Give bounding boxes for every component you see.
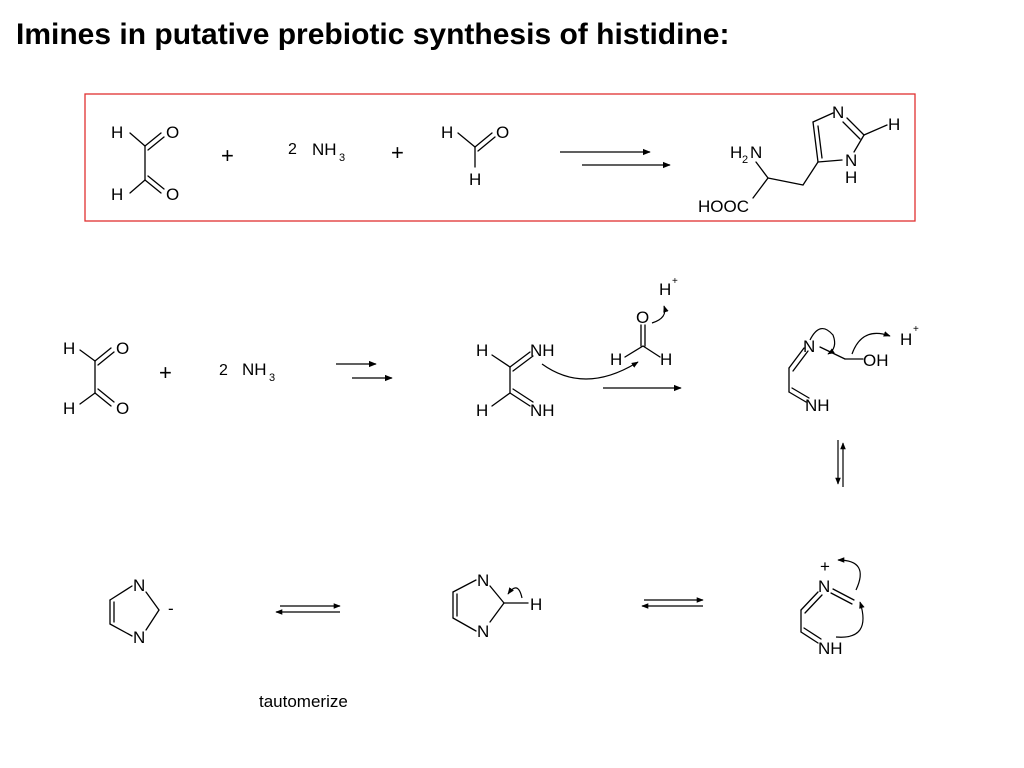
imidazole-anion: N N - [109,576,174,647]
ammonia-box: 2 NH 3 [288,140,345,164]
charge: - [168,599,174,618]
proton: H [659,280,671,299]
ammonia-label: NH [242,360,267,379]
atom-h: H [476,341,488,360]
tautomerize-caption: tautomerize [259,692,348,711]
ammonia: 2 NH 3 [219,360,275,384]
subscript: 3 [339,152,345,164]
atom-o: O [636,308,649,327]
hydroxyl: OH [863,351,889,370]
glyoxal-diimine: H NH H NH [476,341,555,420]
atom-h: H [660,350,672,369]
atom-o: O [166,185,179,204]
atom-h: H [476,401,488,420]
subscript: 3 [269,372,275,384]
atom-h: H [610,350,622,369]
electron-push-arrow [809,328,836,355]
plus-sign: + [391,140,404,165]
atom-h: H [441,123,453,142]
charge: + [672,276,678,287]
atom-h: H [63,339,75,358]
atom-n: N [477,622,489,641]
charge: + [820,557,830,576]
atom-h: H [111,185,123,204]
atom-n: N [750,143,762,162]
electron-push-arrow [835,601,865,638]
formaldehyde-box: H O H [441,123,509,189]
atom-h: H [469,170,481,189]
atom-h: H [111,123,123,142]
atom-h: H [63,399,75,418]
slide-title: Imines in putative prebiotic synthesis o… [16,18,730,51]
plus-sign: + [159,360,172,385]
atom-o: O [496,123,509,142]
charge: + [913,324,919,335]
coefficient: 2 [288,141,297,158]
atom-o: O [116,339,129,358]
electron-push-arrow [541,361,639,380]
proton: H [900,330,912,349]
atom-n: N [832,103,844,122]
carboxyl-label: HOOC [698,197,749,216]
atom-n: N [133,576,145,595]
ammonia-label: NH [312,140,337,159]
atom-h: H [888,115,900,134]
overall-reaction-box [84,93,916,222]
atom-o: O [116,399,129,418]
electron-push-arrow [851,331,891,355]
electron-push-arrow [651,305,669,324]
coefficient: 2 [219,362,228,379]
atom-n: N [818,577,830,596]
atom-o: O [166,123,179,142]
glyoxal: H O H O [63,339,129,418]
glyoxal-box: H O H O [111,123,179,204]
imine-nh: NH [805,396,830,415]
plus-sign: + [221,143,234,168]
formaldehyde: O H H [610,308,672,369]
subscript: 2 [742,154,748,166]
hemiaminal-intermediate: N OH NH [788,337,889,415]
electron-push-arrow [507,587,523,599]
histidine-structure: N H N H H 2 N HOOC [698,103,900,216]
atom-h: H [530,595,542,614]
atom-h: H [845,168,857,187]
atom-n: N [133,628,145,647]
imidazole-intermediate: N N H [452,571,542,641]
imine-nh: NH [530,401,555,420]
atom-n: N [477,571,489,590]
atom-h: H [730,143,742,162]
imine-nh: NH [818,639,843,658]
electron-push-arrow [837,557,861,591]
iminium-intermediate: N + NH [800,557,855,658]
atom-n: N [845,151,857,170]
atom-n: N [803,337,815,356]
imine-nh: NH [530,341,555,360]
